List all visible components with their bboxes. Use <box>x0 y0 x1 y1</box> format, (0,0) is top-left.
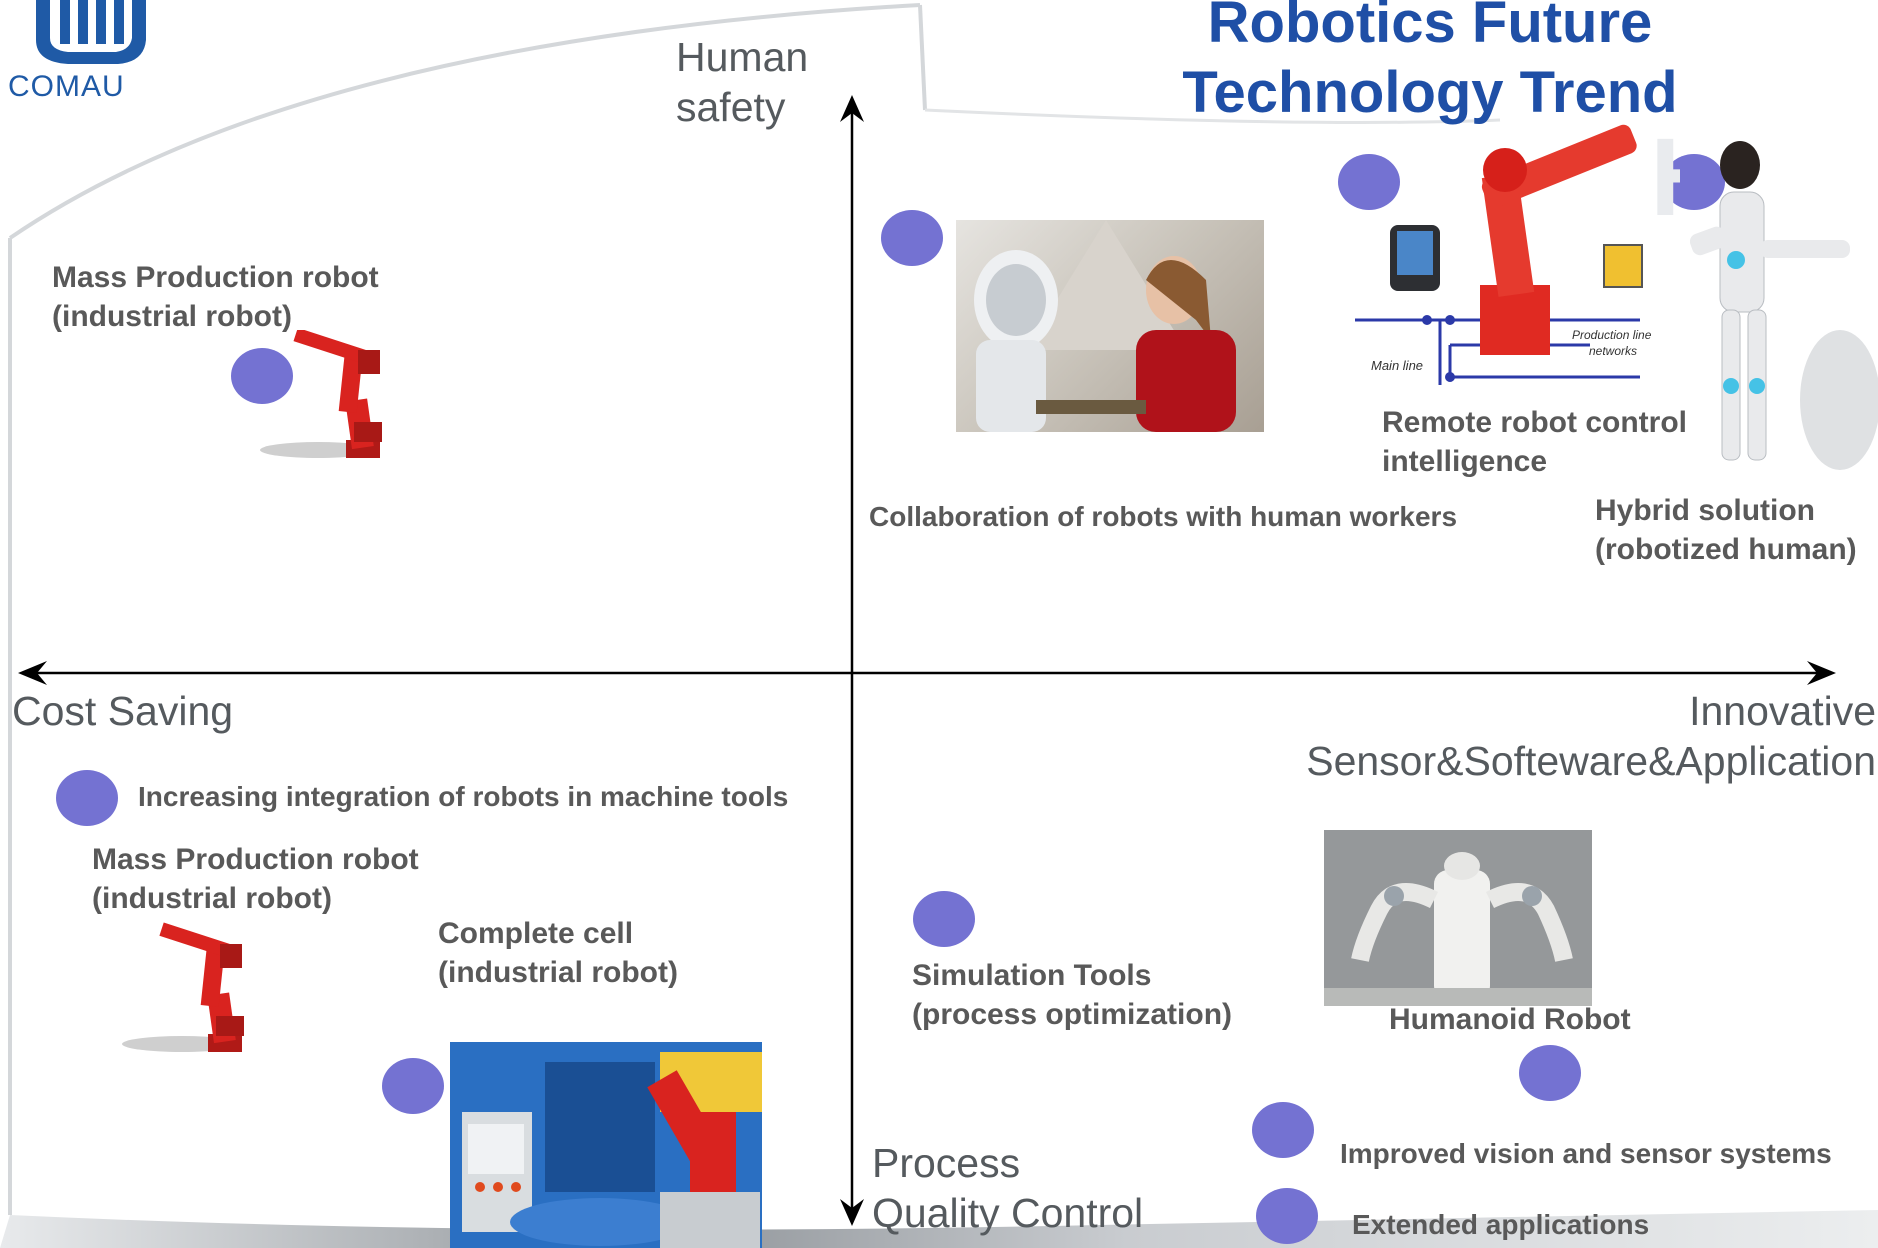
marker-dot <box>1663 154 1725 210</box>
marker-dot <box>913 891 975 947</box>
label-collaboration: Collaboration of robots with human worke… <box>869 501 1458 532</box>
label-extended-applications: Extended applications <box>1352 1209 1650 1240</box>
red-robot-arm-image <box>122 922 244 1052</box>
hal-watermark: HAL <box>1650 116 1680 239</box>
title-line-2: Technology Trend <box>1182 60 1678 125</box>
humanoid-robot-illustration <box>1324 830 1592 1006</box>
label-hybrid: Hybrid solution (robotized human) <box>1595 494 1857 566</box>
marker-dot <box>1252 1102 1314 1158</box>
red-robot-arm-image <box>260 330 382 458</box>
remote-control-robot-diagram: HAL Main line Production line networks <box>1355 116 1680 385</box>
label-mass-production-top: Mass Production robot (industrial robot) <box>52 261 379 333</box>
exoskeleton-human-image <box>1690 141 1878 470</box>
label-humanoid-robot: Humanoid Robot <box>1389 1003 1631 1036</box>
marker-dot <box>231 348 293 404</box>
label-machine-tools: Increasing integration of robots in mach… <box>138 781 789 812</box>
marker-dot <box>382 1058 444 1114</box>
down-arrowhead <box>840 1199 864 1226</box>
right-arrowhead <box>1807 661 1836 685</box>
comau-logo-icon <box>36 0 146 64</box>
marker-dot <box>56 770 118 826</box>
up-arrowhead <box>840 95 864 122</box>
label-remote-control: Remote robot control intelligence <box>1382 406 1687 478</box>
marker-dot <box>1338 154 1400 210</box>
robot-chess-photo <box>956 220 1264 432</box>
comau-logo: COMAU <box>8 0 158 110</box>
robot-chess-illustration <box>974 220 1236 432</box>
marker-dot <box>1256 1188 1318 1244</box>
complete-cell-photo <box>450 1042 762 1248</box>
production-line-label-1: Production line <box>1572 328 1652 342</box>
complete-cell-illustration <box>450 1042 762 1248</box>
axis-label-human-safety: Human safety <box>676 34 809 130</box>
humanoid-robot-photo <box>1324 830 1592 1006</box>
production-line-label-2: networks <box>1589 344 1637 358</box>
title-line-1: Robotics Future <box>1207 0 1653 55</box>
left-arrowhead <box>18 661 47 685</box>
comau-logo-text: COMAU <box>8 70 125 103</box>
label-complete-cell: Complete cell (industrial robot) <box>438 917 678 989</box>
marker-dot <box>881 210 943 266</box>
label-mass-production-bottom: Mass Production robot (industrial robot) <box>92 843 419 915</box>
label-simulation-tools: Simulation Tools (process optimization) <box>912 959 1233 1031</box>
main-line-label: Main line <box>1371 358 1423 373</box>
marker-dot <box>1519 1045 1581 1101</box>
axis-label-process-quality: Process Quality Control <box>872 1140 1144 1236</box>
page-title: Robotics Future Technology Trend <box>1080 0 1780 128</box>
label-vision-sensor: Improved vision and sensor systems <box>1340 1138 1832 1169</box>
axis-label-innovative: Innovative Sensor&Softeware&Application <box>1306 688 1876 784</box>
axis-label-cost-saving: Cost Saving <box>12 688 234 734</box>
